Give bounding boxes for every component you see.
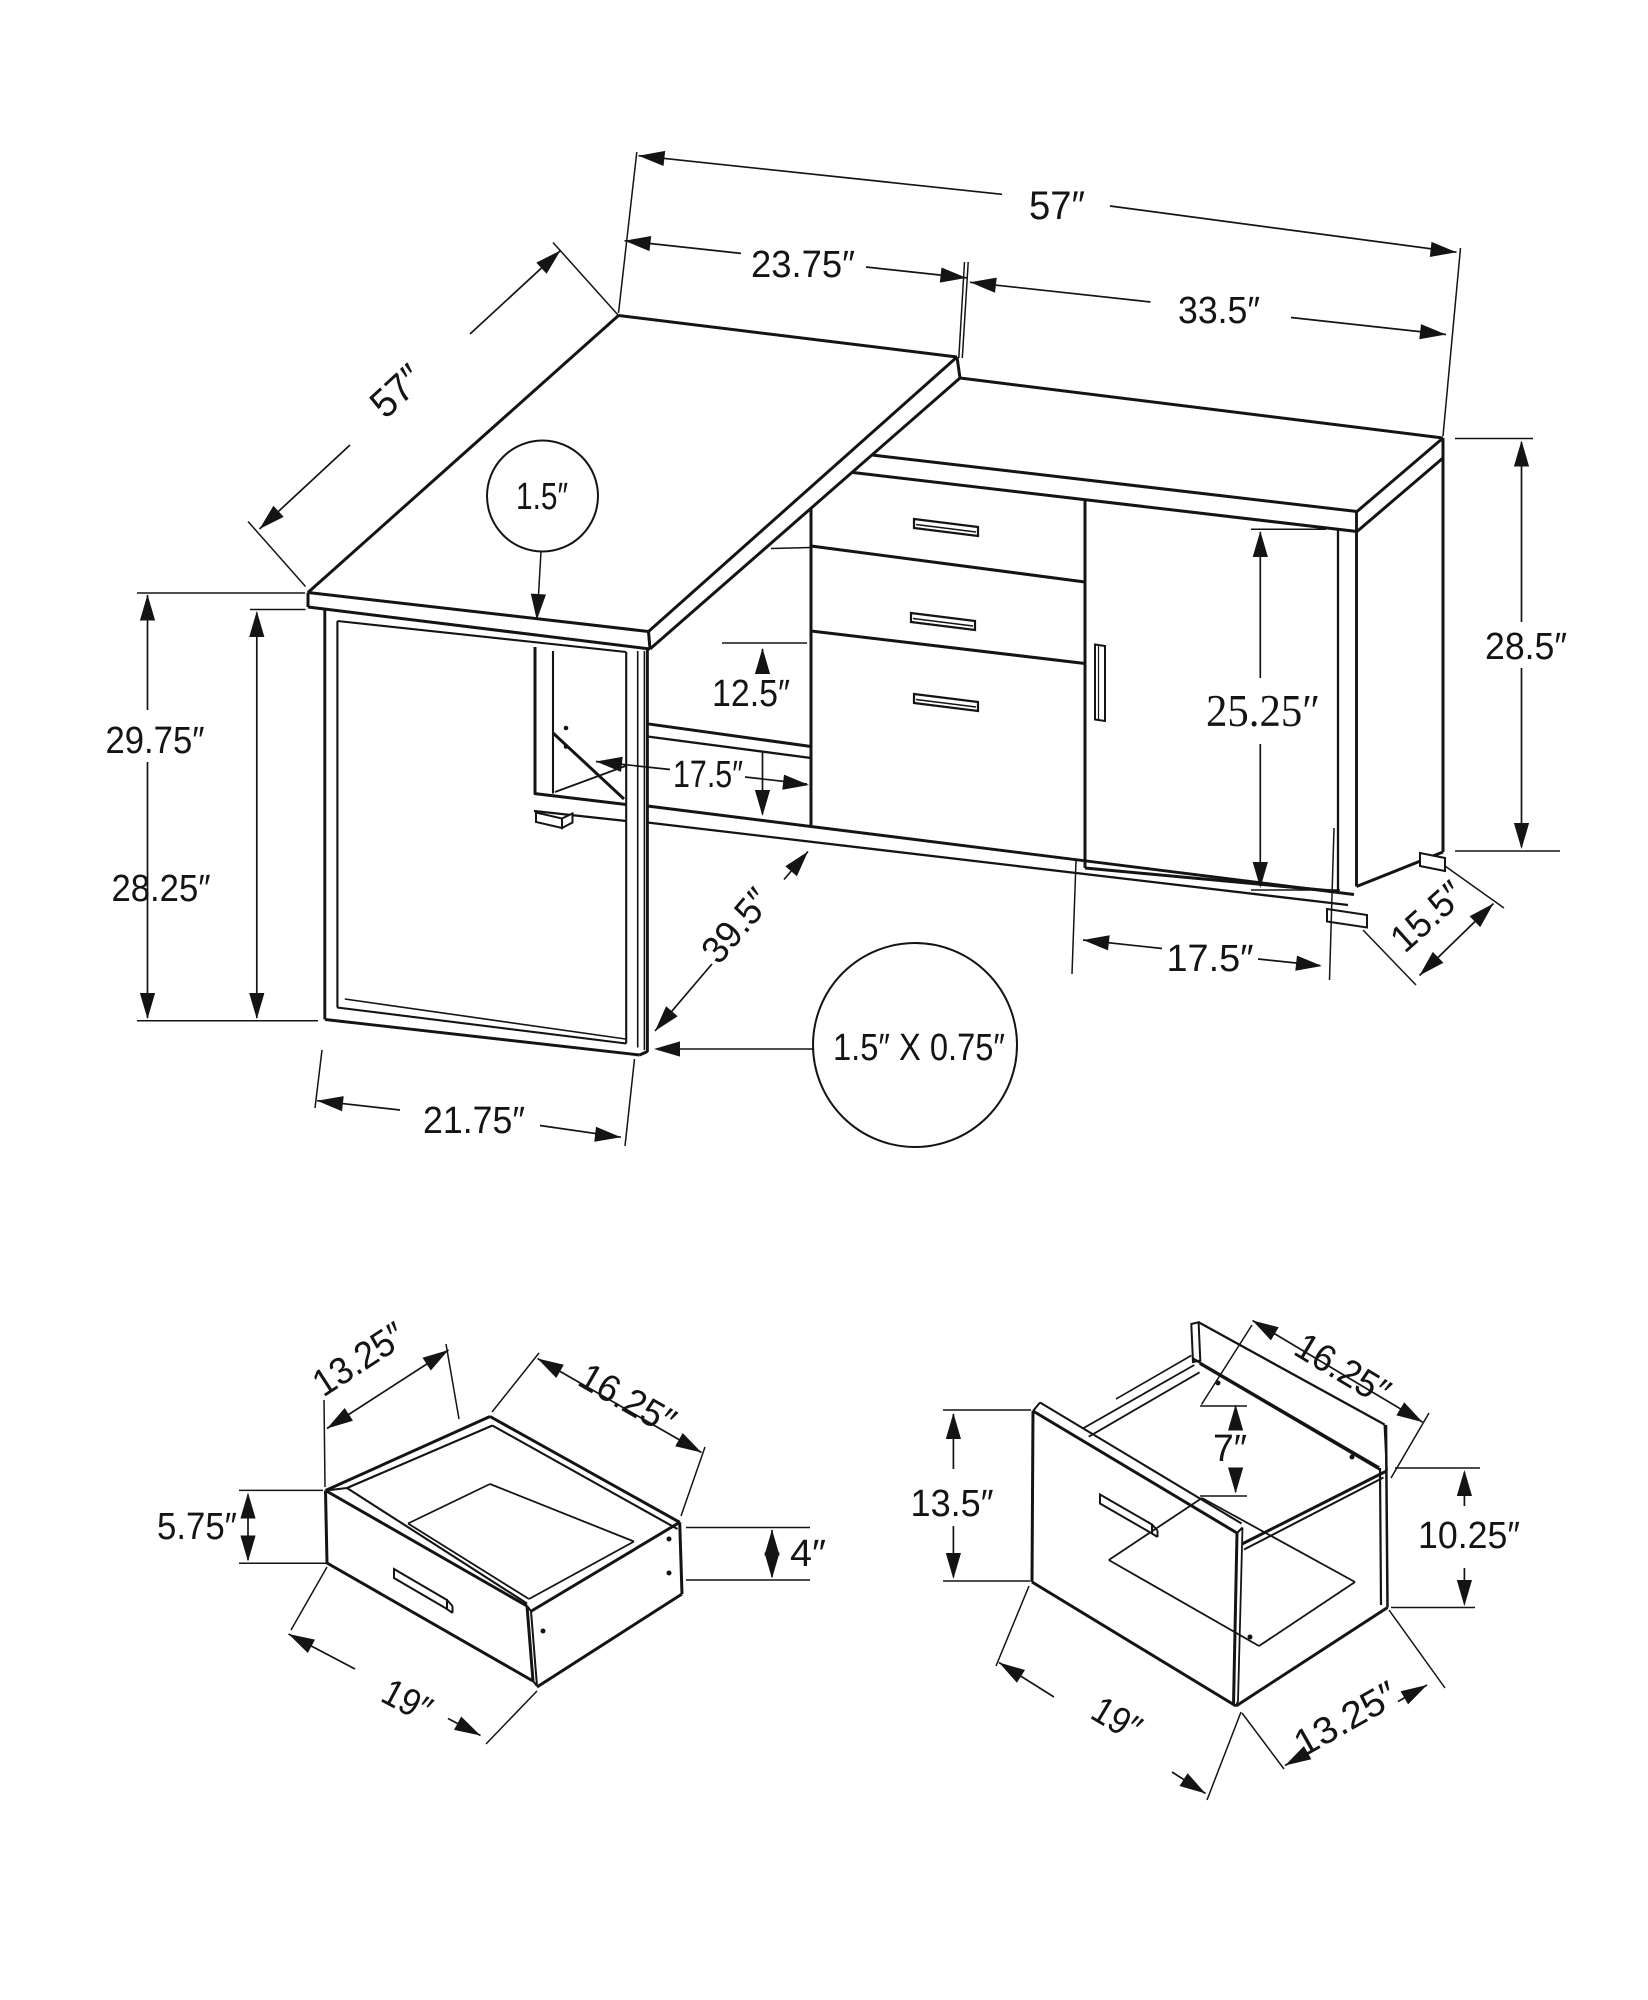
svg-text:17.5″: 17.5″ xyxy=(1167,938,1254,980)
svg-text:39.5″: 39.5″ xyxy=(694,881,780,972)
svg-text:25.25″: 25.25″ xyxy=(1206,686,1320,736)
svg-text:1.5″ X 0.75″: 1.5″ X 0.75″ xyxy=(833,1027,1005,1069)
svg-text:19″: 19″ xyxy=(375,1671,439,1732)
svg-text:5.75″: 5.75″ xyxy=(157,1506,237,1548)
svg-text:28.25″: 28.25″ xyxy=(112,868,211,910)
svg-text:21.75″: 21.75″ xyxy=(423,1100,525,1142)
svg-text:16.25″: 16.25″ xyxy=(571,1356,682,1444)
svg-text:23.75″: 23.75″ xyxy=(751,244,855,286)
svg-text:57″: 57″ xyxy=(1029,184,1085,228)
svg-text:4″: 4″ xyxy=(790,1533,826,1575)
svg-text:15.5″: 15.5″ xyxy=(1383,873,1474,960)
svg-text:1.5″: 1.5″ xyxy=(516,476,568,518)
svg-text:57″: 57″ xyxy=(362,356,433,426)
svg-text:12.5″: 12.5″ xyxy=(712,673,790,715)
svg-text:13.25″: 13.25″ xyxy=(305,1315,413,1406)
svg-text:13.25″: 13.25″ xyxy=(1287,1674,1405,1766)
svg-text:28.5″: 28.5″ xyxy=(1485,626,1567,668)
svg-text:33.5″: 33.5″ xyxy=(1178,290,1260,332)
svg-text:17.5″: 17.5″ xyxy=(673,754,743,796)
svg-text:10.25″: 10.25″ xyxy=(1418,1515,1520,1557)
svg-text:29.75″: 29.75″ xyxy=(106,720,205,762)
svg-text:19″: 19″ xyxy=(1084,1689,1148,1751)
svg-text:7″: 7″ xyxy=(1213,1428,1247,1470)
svg-text:13.5″: 13.5″ xyxy=(911,1483,994,1525)
